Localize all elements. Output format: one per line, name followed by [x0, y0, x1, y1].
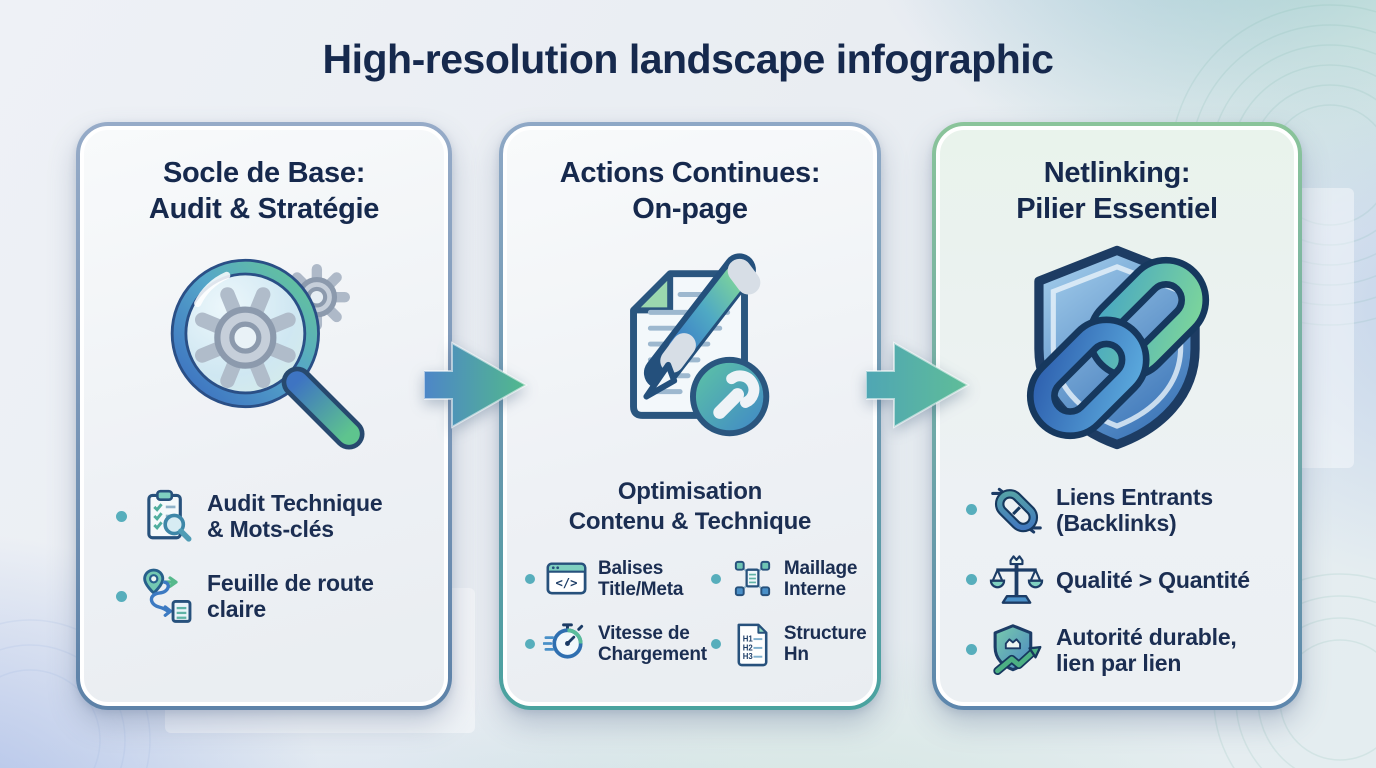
card-subtitle: Optimisation Contenu & Technique [568, 478, 812, 535]
card-socle-de-base: Socle de Base: Audit & Stratégie [76, 122, 452, 710]
internal-linking-icon [729, 555, 776, 602]
hn-structure-icon: H1 H2 H3 [729, 620, 776, 667]
bullet-list: Audit Technique & Mots-clés [84, 487, 444, 625]
code-tags-icon: </> [543, 555, 590, 602]
grid-item-maillage: Maillage Interne [710, 555, 867, 602]
bullet-list: Liens Entrants (Backlinks) [940, 481, 1294, 678]
card-title: Socle de Base: Audit & Stratégie [148, 157, 380, 225]
svg-text:H2: H2 [743, 643, 754, 652]
magnifier-gears-icon [143, 233, 385, 465]
card-title: Actions Continues: On-page [559, 157, 821, 225]
grid-item-label: Maillage Interne [783, 557, 858, 600]
bullet-dot [966, 504, 977, 515]
card-netlinking: Netlinking: Pilier Essentiel [932, 122, 1302, 710]
grid-item-balises: </> Balises Title/Meta [525, 555, 707, 602]
quality-scale-icon [988, 551, 1045, 608]
bullet-liens-entrants: Liens Entrants (Backlinks) [966, 481, 1294, 538]
bullet-dot [966, 644, 977, 655]
shield-chain-icon [998, 233, 1236, 465]
feature-grid: </> Balises Title/Meta [507, 555, 873, 667]
bullet-dot [525, 573, 535, 584]
bullet-qualite: Qualité > Quantité [966, 551, 1294, 608]
bullet-dot [966, 574, 977, 585]
bullet-audit-technique: Audit Technique & Mots-clés [116, 487, 444, 545]
bullet-label: Autorité durable, lien par lien [1056, 623, 1237, 676]
bullet-label: Feuille de route claire [207, 570, 374, 622]
bullet-dot [116, 510, 127, 522]
card-actions-continues: Actions Continues: On-page [499, 122, 881, 710]
grid-item-label: Structure Hn [783, 622, 867, 665]
flow-arrow-1-icon [424, 341, 529, 429]
bullet-dot [525, 638, 535, 649]
bullet-label: Audit Technique & Mots-clés [207, 490, 383, 542]
authority-shield-icon [988, 621, 1045, 678]
bullet-dot [710, 573, 721, 584]
svg-text:H3: H3 [743, 652, 754, 661]
bullet-feuille-de-route: Feuille de route claire [116, 567, 444, 625]
card-title: Netlinking: Pilier Essentiel [1016, 157, 1218, 225]
grid-item-structure-hn: H1 H2 H3 Structure Hn [710, 620, 867, 667]
loading-speed-icon [543, 620, 590, 667]
document-pen-wrench-icon [575, 233, 805, 465]
backlinks-icon [988, 481, 1045, 538]
page-title: High-resolution landscape infographic [322, 36, 1054, 82]
bullet-dot [710, 638, 721, 649]
roadmap-icon [138, 567, 196, 625]
svg-text:</>: </> [555, 576, 577, 590]
grid-item-label: Balises Title/Meta [598, 557, 684, 600]
grid-item-label: Vitesse de Chargement [598, 622, 707, 665]
svg-text:H1: H1 [743, 635, 754, 644]
bullet-label: Qualité > Quantité [1056, 566, 1250, 593]
bullet-autorite: Autorité durable, lien par lien [966, 621, 1294, 678]
bullet-dot [116, 590, 127, 602]
flow-arrow-2-icon [866, 341, 971, 429]
clipboard-audit-icon [138, 487, 196, 545]
bullet-label: Liens Entrants (Backlinks) [1056, 483, 1213, 536]
grid-item-vitesse: Vitesse de Chargement [525, 620, 707, 667]
